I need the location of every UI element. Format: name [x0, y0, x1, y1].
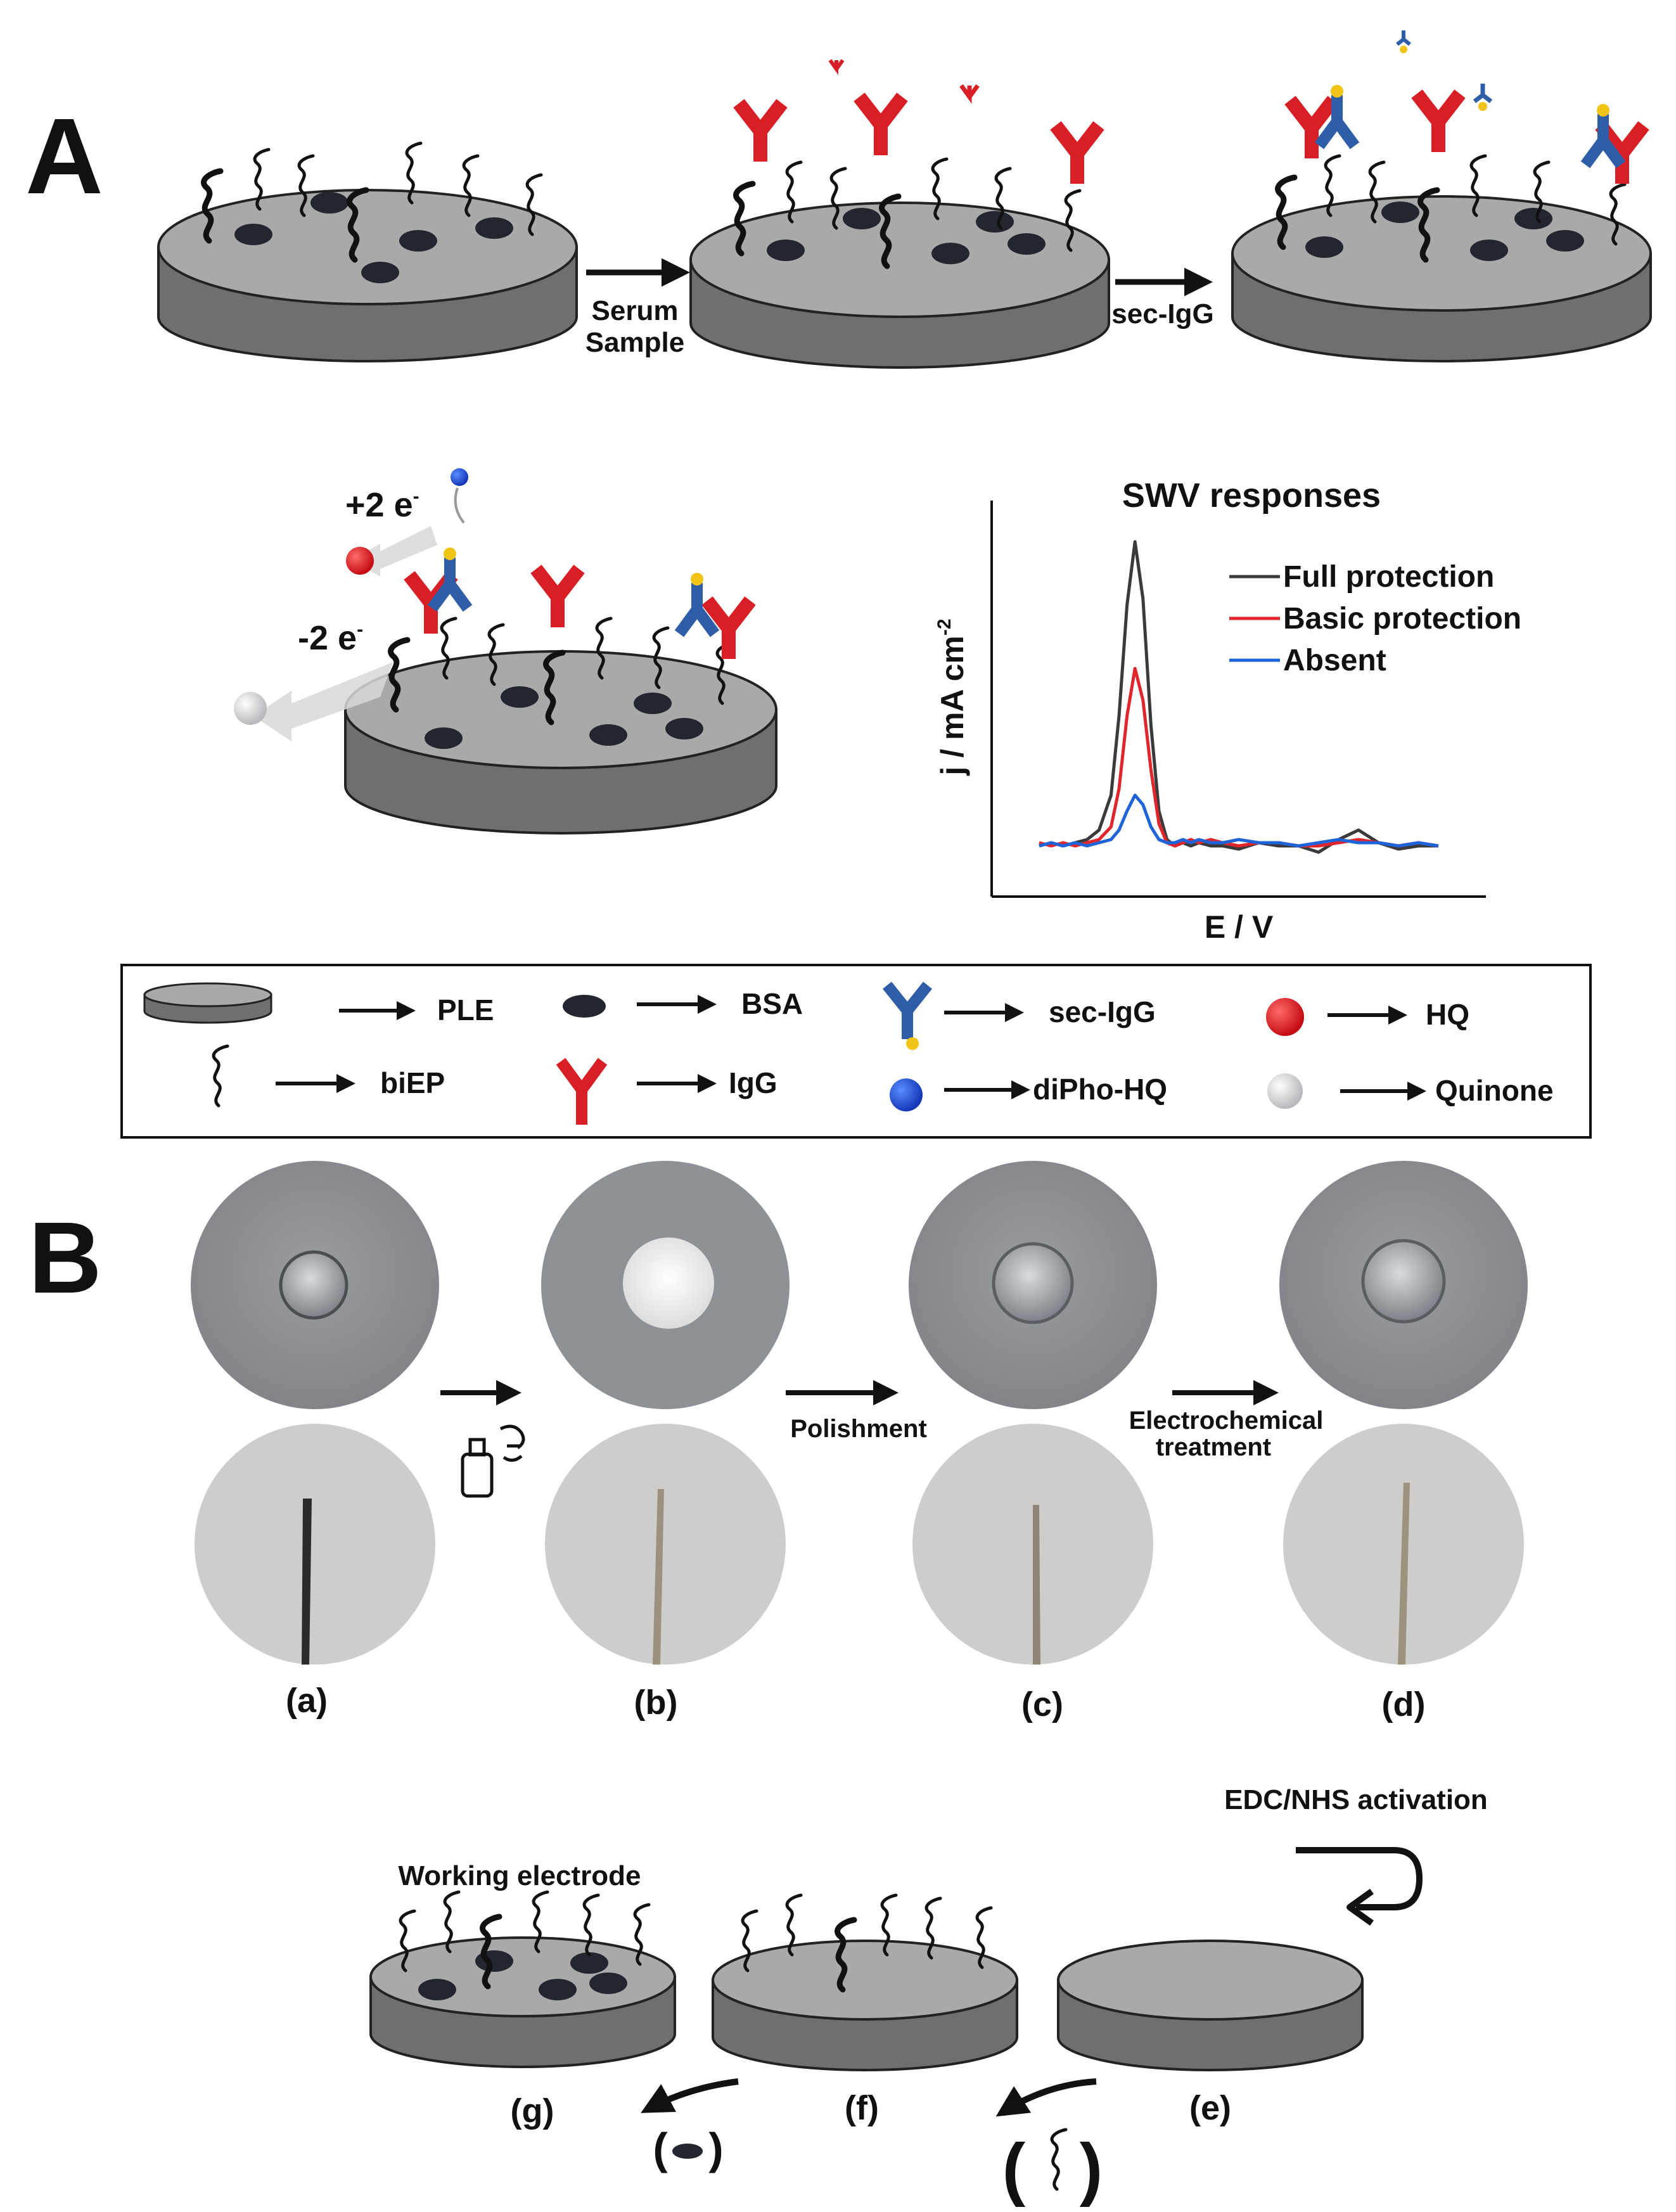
electron-gain-sup: - — [413, 486, 419, 507]
step-electro-line2: treatment — [1156, 1433, 1271, 1461]
photo-tip-a — [191, 1161, 439, 1409]
photo-tip-d — [1279, 1161, 1528, 1409]
electron-loss-text: -2 e — [298, 619, 357, 657]
step-polish: Polishment — [790, 1415, 927, 1443]
series-line-2 — [1039, 667, 1439, 848]
electron-gain-label: +2 e- — [345, 486, 419, 524]
reagent-biep-paren-open: ( — [1002, 2130, 1026, 2208]
series-line-3 — [1039, 793, 1439, 848]
white-sphere-icon — [1267, 1073, 1303, 1109]
reagent-bsa-paren-close: ) — [708, 2124, 723, 2173]
legend-label-bsa: BSA — [741, 987, 803, 1020]
step-sec-igg: sec-IgG — [1111, 298, 1213, 329]
electrode-disk-3 — [1231, 30, 1652, 362]
legend-label-igg: IgG — [729, 1066, 777, 1099]
chart-y-label-text: j / mA cm — [935, 636, 970, 776]
photo-rod-c — [912, 1424, 1153, 1665]
HQ-particle — [346, 547, 374, 575]
electron-gain-text: +2 e — [345, 486, 413, 524]
electrode-disk-e — [1057, 1940, 1364, 2071]
quinone-particle — [234, 692, 267, 725]
electron-loss-sup: - — [357, 619, 363, 640]
disk-icon — [143, 982, 272, 1024]
legend-label-biep: biEP — [380, 1066, 445, 1099]
step-serum-line1: Serum — [592, 295, 679, 326]
return-arrow-icon — [1296, 1847, 1423, 1926]
photo-label-b: (b) — [634, 1684, 678, 1722]
step-activation: EDC/NHS activation — [1224, 1784, 1488, 1815]
legend-label-quinone: Quinone — [1435, 1074, 1554, 1107]
disk-label-g: (g) — [511, 2092, 554, 2130]
arrow-e-to-f — [995, 2078, 1097, 2117]
photo-label-d: (d) — [1382, 1685, 1426, 1723]
legend-box: PLE biEP BSA IgG sec-IgG diPho-HQ HQ Qui… — [120, 964, 1592, 1139]
electrode-disk-f — [712, 1895, 1018, 2071]
legend-entry-1: Full protection — [1283, 560, 1494, 594]
legend-label-ple: PLE — [437, 994, 494, 1026]
legend-label-hq: HQ — [1426, 998, 1469, 1031]
photo-rod-d — [1283, 1424, 1524, 1665]
photo-rod-b — [545, 1424, 786, 1665]
legend-entry-2: Basic protection — [1283, 602, 1521, 636]
blue-sphere-icon — [890, 1078, 923, 1111]
photo-rod-a — [195, 1424, 435, 1665]
panel-a-label: A — [25, 96, 103, 217]
working-electrode-label: Working electrode — [398, 1860, 641, 1891]
chart-y-label-sup: -2 — [934, 618, 955, 636]
bsa-icon — [563, 995, 606, 1018]
step-serum-line2: Sample — [585, 327, 685, 358]
chart-title: SWV responses — [1122, 476, 1381, 515]
panel-b-label: B — [29, 1201, 102, 1314]
photo-tip-b — [541, 1161, 790, 1409]
sec-igg-icon — [882, 981, 933, 1050]
legend-entry-3: Absent — [1283, 644, 1386, 677]
electrode-disk-2 — [689, 59, 1110, 369]
chart-y-label: j / mA cm-2 — [934, 618, 970, 776]
arrow-f-to-g — [641, 2078, 739, 2113]
electron-loss-label: -2 e- — [298, 619, 363, 657]
chart-x-label: E / V — [1205, 909, 1274, 945]
electrode-disk-reaction — [234, 468, 777, 834]
reagent-bsa-paren-open: ( — [653, 2124, 668, 2173]
legend-label-sec-igg: sec-IgG — [1049, 995, 1156, 1028]
disk-label-e: (e) — [1189, 2089, 1231, 2127]
electrode-disk-g — [369, 1892, 676, 2068]
red-sphere-icon — [1266, 998, 1304, 1036]
electrode-disk-1 — [157, 143, 578, 362]
photo-label-c: (c) — [1021, 1685, 1063, 1723]
disk-label-f: (f) — [845, 2089, 879, 2127]
step-electro-line1: Electrochemical — [1129, 1407, 1324, 1435]
photo-label-a: (a) — [286, 1682, 328, 1720]
swv-chart: SWV responses E / V j / mA cm-2 Full pro… — [934, 476, 1521, 945]
reagent-biep-icon — [1052, 2130, 1066, 2189]
reagent-biep-paren-close: ) — [1080, 2130, 1103, 2208]
igg-icon — [556, 1058, 608, 1125]
reagent-bsa-icon — [672, 2144, 703, 2159]
photo-tip-c — [909, 1161, 1157, 1409]
spray-can-icon — [461, 1424, 525, 1498]
legend-label-dipho-hq: diPho-HQ — [1033, 1073, 1167, 1106]
diPho-HQ-particle — [451, 468, 468, 486]
